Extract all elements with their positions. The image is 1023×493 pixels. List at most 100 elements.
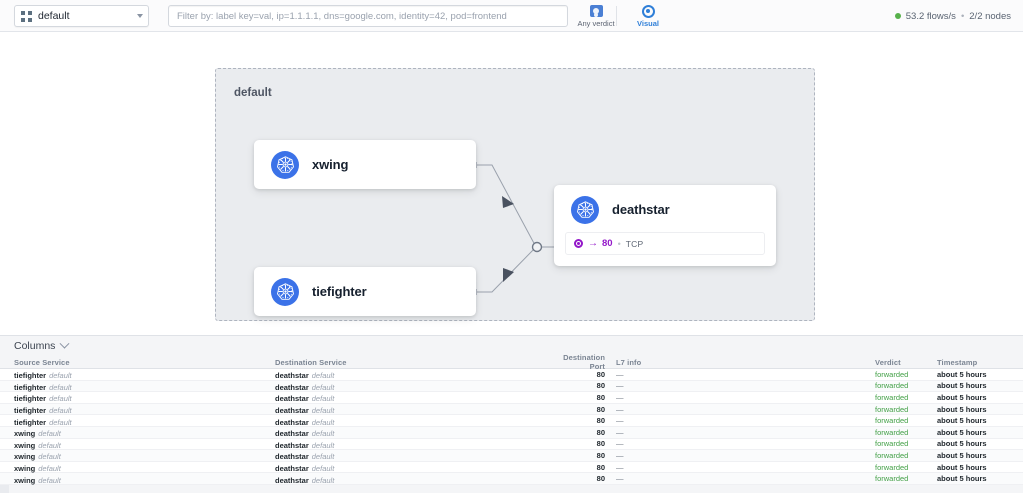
cell-destination-port: 80: [596, 450, 605, 460]
column-header-destination-port[interactable]: Destination Port: [563, 353, 605, 371]
service-map-canvas[interactable]: default: [0, 32, 1023, 335]
cell-verdict: forwarded: [875, 381, 909, 391]
cell-destination-port: 80: [596, 392, 605, 402]
columns-button-label: Columns: [14, 340, 56, 352]
any-verdict-label: Any verdict: [577, 18, 615, 28]
cell-timestamp: about 5 hours: [937, 404, 987, 414]
cell-l7-info: —: [616, 474, 624, 484]
cell-verdict: forwarded: [875, 427, 909, 437]
cell-timestamp: about 5 hours: [937, 369, 987, 379]
cell-l7-info: —: [616, 381, 624, 391]
column-header-source-service[interactable]: Source Service: [14, 357, 70, 367]
cell-timestamp: about 5 hours: [937, 474, 987, 484]
service-node-title: xwing: [312, 157, 349, 172]
service-node-tiefighter[interactable]: tiefighter: [254, 267, 476, 316]
cell-verdict: forwarded: [875, 450, 909, 460]
target-icon: [574, 239, 583, 248]
service-node-header: tiefighter: [254, 267, 476, 316]
columns-button[interactable]: Columns: [14, 338, 70, 352]
visual-label: Visual: [637, 18, 659, 28]
service-node-title: deathstar: [612, 202, 670, 217]
cell-verdict: forwarded: [875, 416, 909, 426]
visual-button[interactable]: Visual: [622, 2, 674, 30]
cell-timestamp: about 5 hours: [937, 427, 987, 437]
cell-l7-info: —: [616, 462, 624, 472]
service-node-header: xwing: [254, 140, 476, 189]
status-separator: •: [960, 10, 965, 22]
cell-destination-port: 80: [596, 439, 605, 449]
port-row[interactable]: → 80 • TCP: [565, 232, 765, 255]
port-protocol: TCP: [625, 238, 644, 249]
arrow-right-icon: →: [588, 237, 598, 249]
column-header-l7-info[interactable]: L7 info: [616, 357, 642, 367]
cell-destination-port: 80: [596, 404, 605, 414]
column-header-timestamp[interactable]: Timestamp: [937, 357, 978, 367]
cell-timestamp: about 5 hours: [937, 416, 987, 426]
cell-l7-info: —: [616, 439, 624, 449]
cell-verdict: forwarded: [875, 404, 909, 414]
filter-input-wrapper: [168, 5, 568, 27]
namespace-selector-value: default: [38, 10, 70, 22]
cell-timestamp: about 5 hours: [937, 392, 987, 402]
chevron-down-icon: [137, 14, 143, 18]
port-number: 80: [602, 238, 613, 249]
cell-timestamp: about 5 hours: [937, 381, 987, 391]
cell-timestamp: about 5 hours: [937, 439, 987, 449]
namespace-icon: [21, 10, 32, 22]
nodes-count: 2/2 nodes: [969, 10, 1011, 22]
cell-destination-port: 80: [596, 369, 605, 379]
service-node-xwing[interactable]: xwing: [254, 140, 476, 189]
top-toolbar: default Any verdict Visual 53.2 flows/s …: [0, 0, 1023, 32]
scrollbar-corner[interactable]: [0, 484, 9, 493]
kubernetes-icon: [571, 195, 599, 224]
cell-l7-info: —: [616, 369, 624, 379]
cell-timestamp: about 5 hours: [937, 462, 987, 472]
cell-verdict: forwarded: [875, 462, 909, 472]
service-node-title: tiefighter: [312, 284, 367, 299]
cell-destination-port: 80: [596, 427, 605, 437]
column-header-destination-service[interactable]: Destination Service: [275, 357, 347, 367]
kubernetes-icon: [271, 277, 299, 306]
cell-l7-info: —: [616, 450, 624, 460]
cell-timestamp: about 5 hours: [937, 450, 987, 460]
cell-verdict: forwarded: [875, 369, 909, 379]
cell-destination-port: 80: [596, 416, 605, 426]
cell-destination-port: 80: [596, 462, 605, 472]
service-node-deathstar[interactable]: deathstar → 80 • TCP: [554, 185, 776, 266]
cell-destination-port: 80: [596, 381, 605, 391]
filter-input[interactable]: [168, 5, 568, 27]
namespace-selector[interactable]: default: [14, 5, 149, 27]
column-header-verdict[interactable]: Verdict: [875, 357, 901, 367]
cell-l7-info: —: [616, 416, 624, 426]
cell-l7-info: —: [616, 392, 624, 402]
any-verdict-button[interactable]: Any verdict: [570, 2, 622, 30]
cell-l7-info: —: [616, 404, 624, 414]
